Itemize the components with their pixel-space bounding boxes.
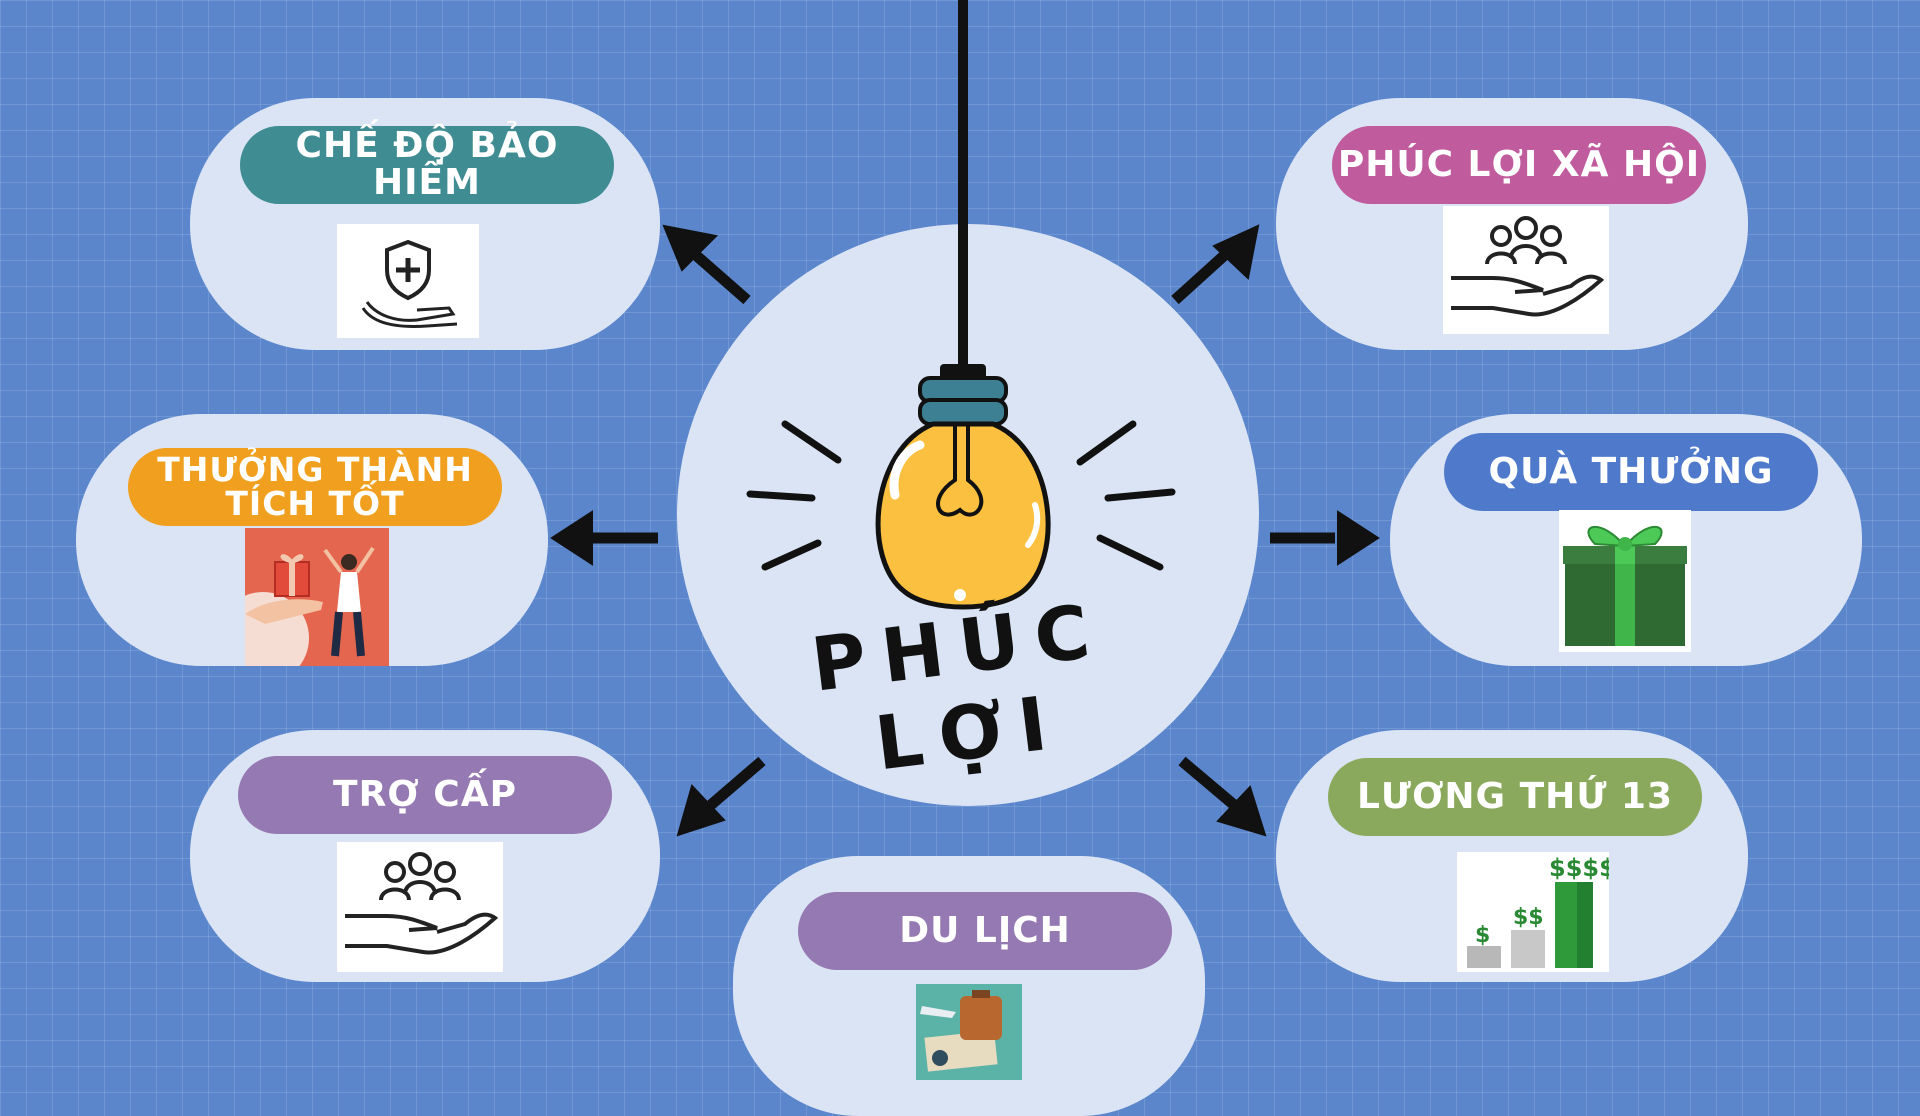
travel-illustration — [916, 984, 1022, 1080]
svg-text:$: $ — [1475, 923, 1490, 948]
community-care-icon — [1443, 206, 1609, 334]
celebration-gift-illustration — [245, 528, 389, 666]
gift-box-icon — [1559, 510, 1691, 652]
light-bulb-icon — [550, 0, 1380, 837]
benefit-label: TRỢ CẤP — [238, 756, 612, 834]
benefit-label: THƯỞNG THÀNH TÍCH TỐT — [128, 448, 502, 526]
insurance-hand-icon — [337, 224, 479, 338]
benefit-label: DU LỊCH — [798, 892, 1172, 970]
benefit-label: CHẾ ĐỘ BẢO HIỂM — [240, 126, 614, 204]
svg-text:$$: $$ — [1513, 905, 1544, 930]
svg-text:$$$$: $$$$ — [1549, 854, 1609, 882]
benefit-label: LƯƠNG THỨ 13 — [1328, 758, 1702, 836]
community-care-icon — [337, 842, 503, 972]
benefit-label: PHÚC LỢI XÃ HỘI — [1332, 126, 1706, 204]
money-growth-icon: $ $$ $$$$ — [1457, 852, 1609, 972]
benefit-label: QUÀ THƯỞNG — [1444, 433, 1818, 511]
